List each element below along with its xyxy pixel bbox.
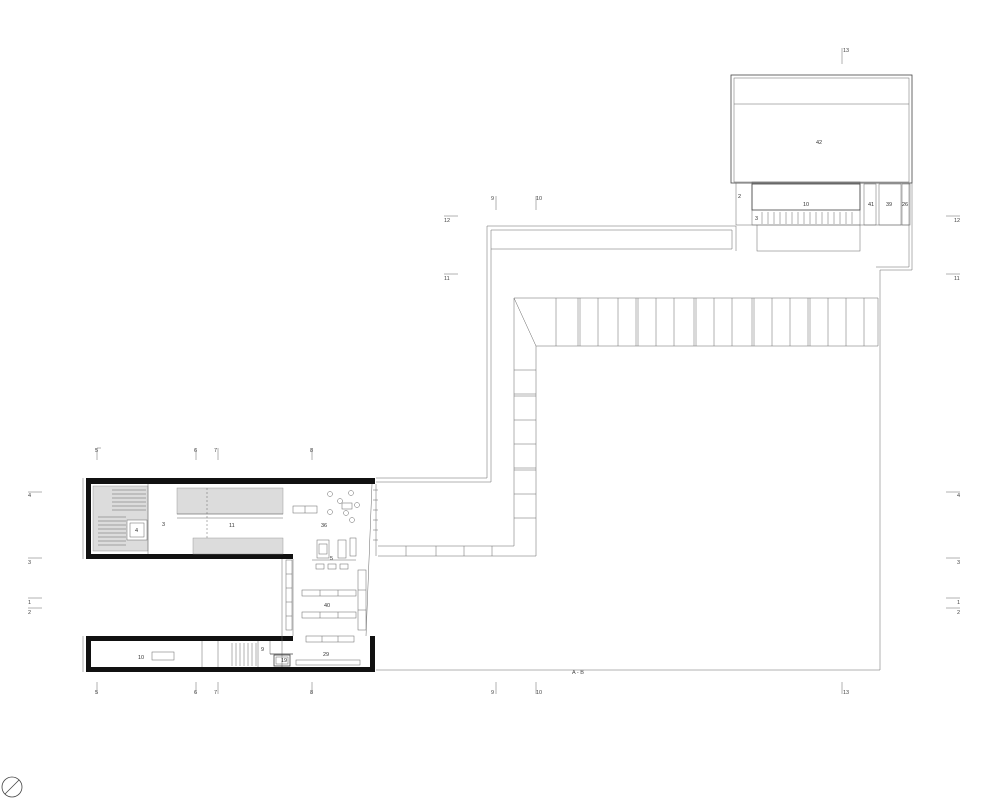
grid-left-11: 11 (444, 276, 450, 282)
grid-bottom-7: 7 (214, 690, 217, 696)
grid-markers-right: 12 11 4 3 1 2 (946, 215, 960, 616)
room-9: 9 (261, 647, 264, 653)
room-10-top: 10 (803, 202, 809, 208)
grid-top-10: 10 (536, 196, 542, 202)
grid-top-13: 13 (843, 48, 849, 54)
room-40: 40 (324, 603, 330, 609)
grid-right-11: 11 (954, 276, 960, 282)
grid-top-7: 7 (214, 448, 217, 454)
grid-bottom-8: 8 (310, 690, 313, 696)
grid-left-4: 4 (28, 493, 31, 499)
furniture-cluster (285, 490, 367, 666)
room-4: 4 (135, 528, 138, 534)
room-29: 29 (323, 652, 329, 658)
room-5: 5 (330, 556, 333, 562)
grid-bottom-5: 5 (95, 690, 98, 696)
grid-left-2: 2 (28, 610, 31, 616)
skylight-panels-side (405, 369, 536, 556)
north-wing: 42 10 2 41 39 26 3 (730, 74, 913, 252)
stair-bottom-treads (231, 643, 257, 666)
room-39: 39 (886, 202, 892, 208)
room-11: 11 (229, 523, 235, 529)
glazing-east (373, 489, 378, 541)
grid-top-8: 8 (310, 448, 313, 454)
room-3-left: 3 (162, 522, 165, 528)
grid-left-1: 1 (28, 600, 31, 606)
grid-left-12: 12 (444, 218, 450, 224)
section-label: A - B (572, 670, 584, 676)
grid-right-12: 12 (954, 218, 960, 224)
grid-markers-bottom: 5 6 7 8 9 10 13 A - B (95, 670, 849, 696)
north-stair-treads (761, 212, 853, 224)
skylight-band (378, 297, 879, 557)
room-36: 36 (321, 523, 327, 529)
grid-right-3: 3 (957, 560, 960, 566)
roof-outline (376, 183, 913, 671)
stair-left-treads (98, 489, 146, 546)
grid-bottom-13: 13 (843, 690, 849, 696)
room-10-bottom: 10 (138, 655, 144, 661)
room-2: 2 (738, 194, 741, 200)
grid-left-3: 3 (28, 560, 31, 566)
room-42: 42 (816, 140, 822, 146)
grid-markers-left: 12 11 4 3 1 2 (28, 215, 458, 616)
grid-bottom-9: 9 (491, 690, 494, 696)
grid-right-2: 2 (957, 610, 960, 616)
grid-right-4: 4 (957, 493, 960, 499)
room-26-top: 26 (902, 202, 908, 208)
grid-top-5: 5 (95, 448, 98, 454)
compass-icon (1, 776, 23, 798)
room-41: 41 (868, 202, 874, 208)
grid-markers-top: 5 6 7 8 9 10 13 (95, 48, 849, 460)
room-19: 19 (281, 658, 287, 664)
grid-right-1: 1 (957, 600, 960, 606)
grid-top-9: 9 (491, 196, 494, 202)
main-wing: 4 3 11 36 5 40 10 9 19 29 (82, 478, 378, 672)
grid-top-6: 6 (194, 448, 197, 454)
grid-bottom-10: 10 (536, 690, 542, 696)
skylight-panels-top (555, 298, 865, 346)
room-3-top: 3 (755, 216, 758, 222)
grid-bottom-6: 6 (194, 690, 197, 696)
